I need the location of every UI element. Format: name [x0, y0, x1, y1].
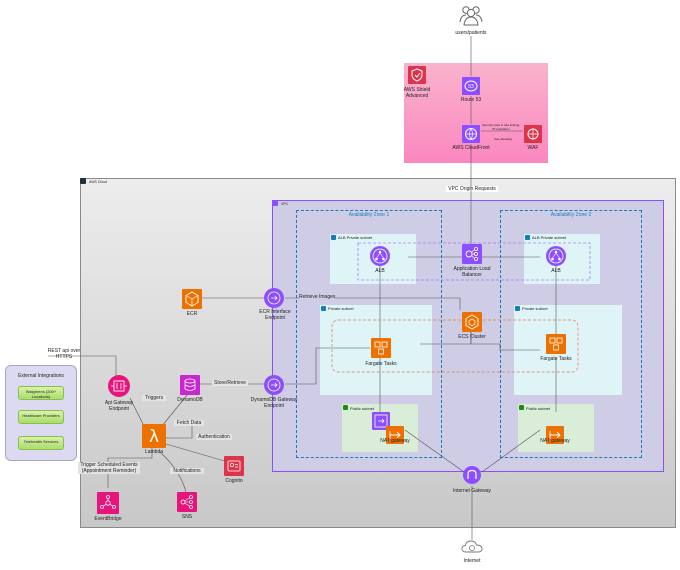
external-item-telehealth[interactable]: Telehealth Services [18, 436, 64, 450]
alb-subnet-az1-label: ALB Private subnet [338, 235, 373, 240]
ecr-endpoint-icon[interactable] [264, 288, 284, 308]
eventbridge-icon[interactable] [97, 492, 119, 514]
triggers-label: Triggers [142, 395, 166, 401]
dynamodb-endpoint-icon[interactable] [264, 375, 284, 395]
private-subnet-az1-label: Private subnet [328, 306, 354, 311]
dynamodb-icon[interactable] [180, 375, 200, 395]
availability-zone-2 [500, 210, 642, 458]
sns-icon[interactable] [177, 492, 197, 512]
app-lb-label: Application Load Balancer [453, 266, 491, 278]
ecr-endpoint-label: ECR Interface Endpoint [259, 309, 291, 321]
shield-label: AWS Shield Advanced [403, 87, 431, 99]
waf-icon[interactable] [524, 125, 542, 143]
cloud-tag-icon [80, 178, 86, 184]
internet-cloud-icon [460, 538, 484, 556]
waf-note-geo: Geo-blocking [494, 137, 512, 141]
public-subnet-az2-label: Public subnet [526, 406, 551, 411]
lambda-label: Lambda [144, 449, 164, 455]
load-balancer-icon[interactable] [462, 244, 482, 264]
fargate-icon[interactable] [546, 334, 566, 354]
igw-label: Internet Gateway [452, 488, 492, 494]
cloud-label: AWS Cloud [89, 180, 107, 184]
dynamodb-endpoint-label: DynamoDB Gateway Endpoint [250, 397, 298, 409]
az1-label: Availability Zone 1 [348, 212, 390, 218]
nat-gateway-icon[interactable] [546, 426, 564, 444]
fargate-icon[interactable] [371, 338, 391, 358]
alb-subnet-az2-label: ALB Private subnet [532, 235, 567, 240]
ecr-icon[interactable] [182, 289, 202, 309]
waf-note-rules: Security rules & rate limiting, IP reput… [482, 123, 521, 131]
users-label: users/patients [455, 30, 487, 36]
notifications-label: Notifications [170, 468, 204, 474]
api-gateway-label: Api Gateway Endpoint [104, 400, 134, 412]
eventbridge-label: EventBridge [94, 516, 122, 522]
internet-label: Internet [463, 558, 481, 564]
subnet-lock-icon [331, 235, 336, 240]
internet-gateway-icon[interactable] [463, 466, 481, 484]
svg-text:λ: λ [149, 427, 159, 447]
cognito-label: Cognito [225, 478, 243, 484]
cloudfront-icon[interactable] [462, 125, 480, 143]
subnet-lock-icon [525, 235, 530, 240]
shield-icon [408, 66, 426, 84]
subnet-lock-icon [519, 405, 524, 410]
lambda-icon[interactable]: λ [142, 424, 166, 448]
cognito-icon[interactable] [224, 456, 244, 476]
external-item-walgreens[interactable]: Walgreens (200+ Locations) [18, 386, 64, 400]
az2-label: Availability Zone 2 [550, 212, 592, 218]
vpc-label: VPC [281, 202, 289, 206]
ecs-cluster-icon[interactable] [462, 312, 482, 332]
subnet-lock-icon [515, 306, 520, 311]
fargate-az1-label: Fargate Tasks [365, 361, 397, 367]
vpc-origin-label: VPC Origin Requests [446, 186, 498, 192]
ecs-cluster-label: ECS Cluster [458, 334, 486, 340]
store-retrieve-label: Store/Retrieve [212, 380, 248, 386]
alb-az1-label: ALB [375, 268, 385, 274]
svg-text:53: 53 [468, 84, 474, 90]
vpc-tag-icon [272, 200, 278, 206]
private-subnet-az2-label: Private subnet [522, 306, 548, 311]
waf-label: WAF [527, 145, 539, 151]
nat-az1-label: NAT gateway [380, 438, 410, 444]
authentication-label: Authentication [196, 434, 232, 440]
availability-zone-1 [296, 210, 442, 458]
ecr-label: ECR [186, 311, 198, 317]
api-gateway-icon[interactable] [108, 375, 130, 397]
users-icon [458, 4, 484, 26]
alb-icon[interactable] [370, 246, 390, 266]
rest-api-label: REST api over HTTPS [47, 348, 81, 360]
nat-gateway-icon[interactable] [386, 426, 404, 444]
external-title: External Integrations [18, 373, 64, 379]
sns-label: SNS [181, 514, 193, 520]
alb-az2-label: ALB [551, 268, 561, 274]
nat-az2-label: NAT gateway [540, 438, 570, 444]
retrieve-images-label: Retrieve Images [299, 294, 336, 300]
alb-icon[interactable] [546, 246, 566, 266]
dynamodb-label: DynamoDB [177, 397, 203, 403]
external-item-healthcare[interactable]: Healthcare Providers [18, 410, 64, 424]
trigger-note: Trigger Scheduled Events (Appointment Re… [78, 462, 140, 474]
public-subnet-az1-label: Public subnet [350, 406, 375, 411]
fargate-az2-label: Fargate Tasks [540, 356, 572, 362]
subnet-lock-icon [321, 306, 326, 311]
nat-gateway-icon[interactable] [372, 412, 390, 430]
subnet-lock-icon [343, 405, 348, 410]
fetch-data-label: Fetch Data [174, 420, 204, 426]
route53-icon[interactable]: 53 [462, 77, 480, 95]
